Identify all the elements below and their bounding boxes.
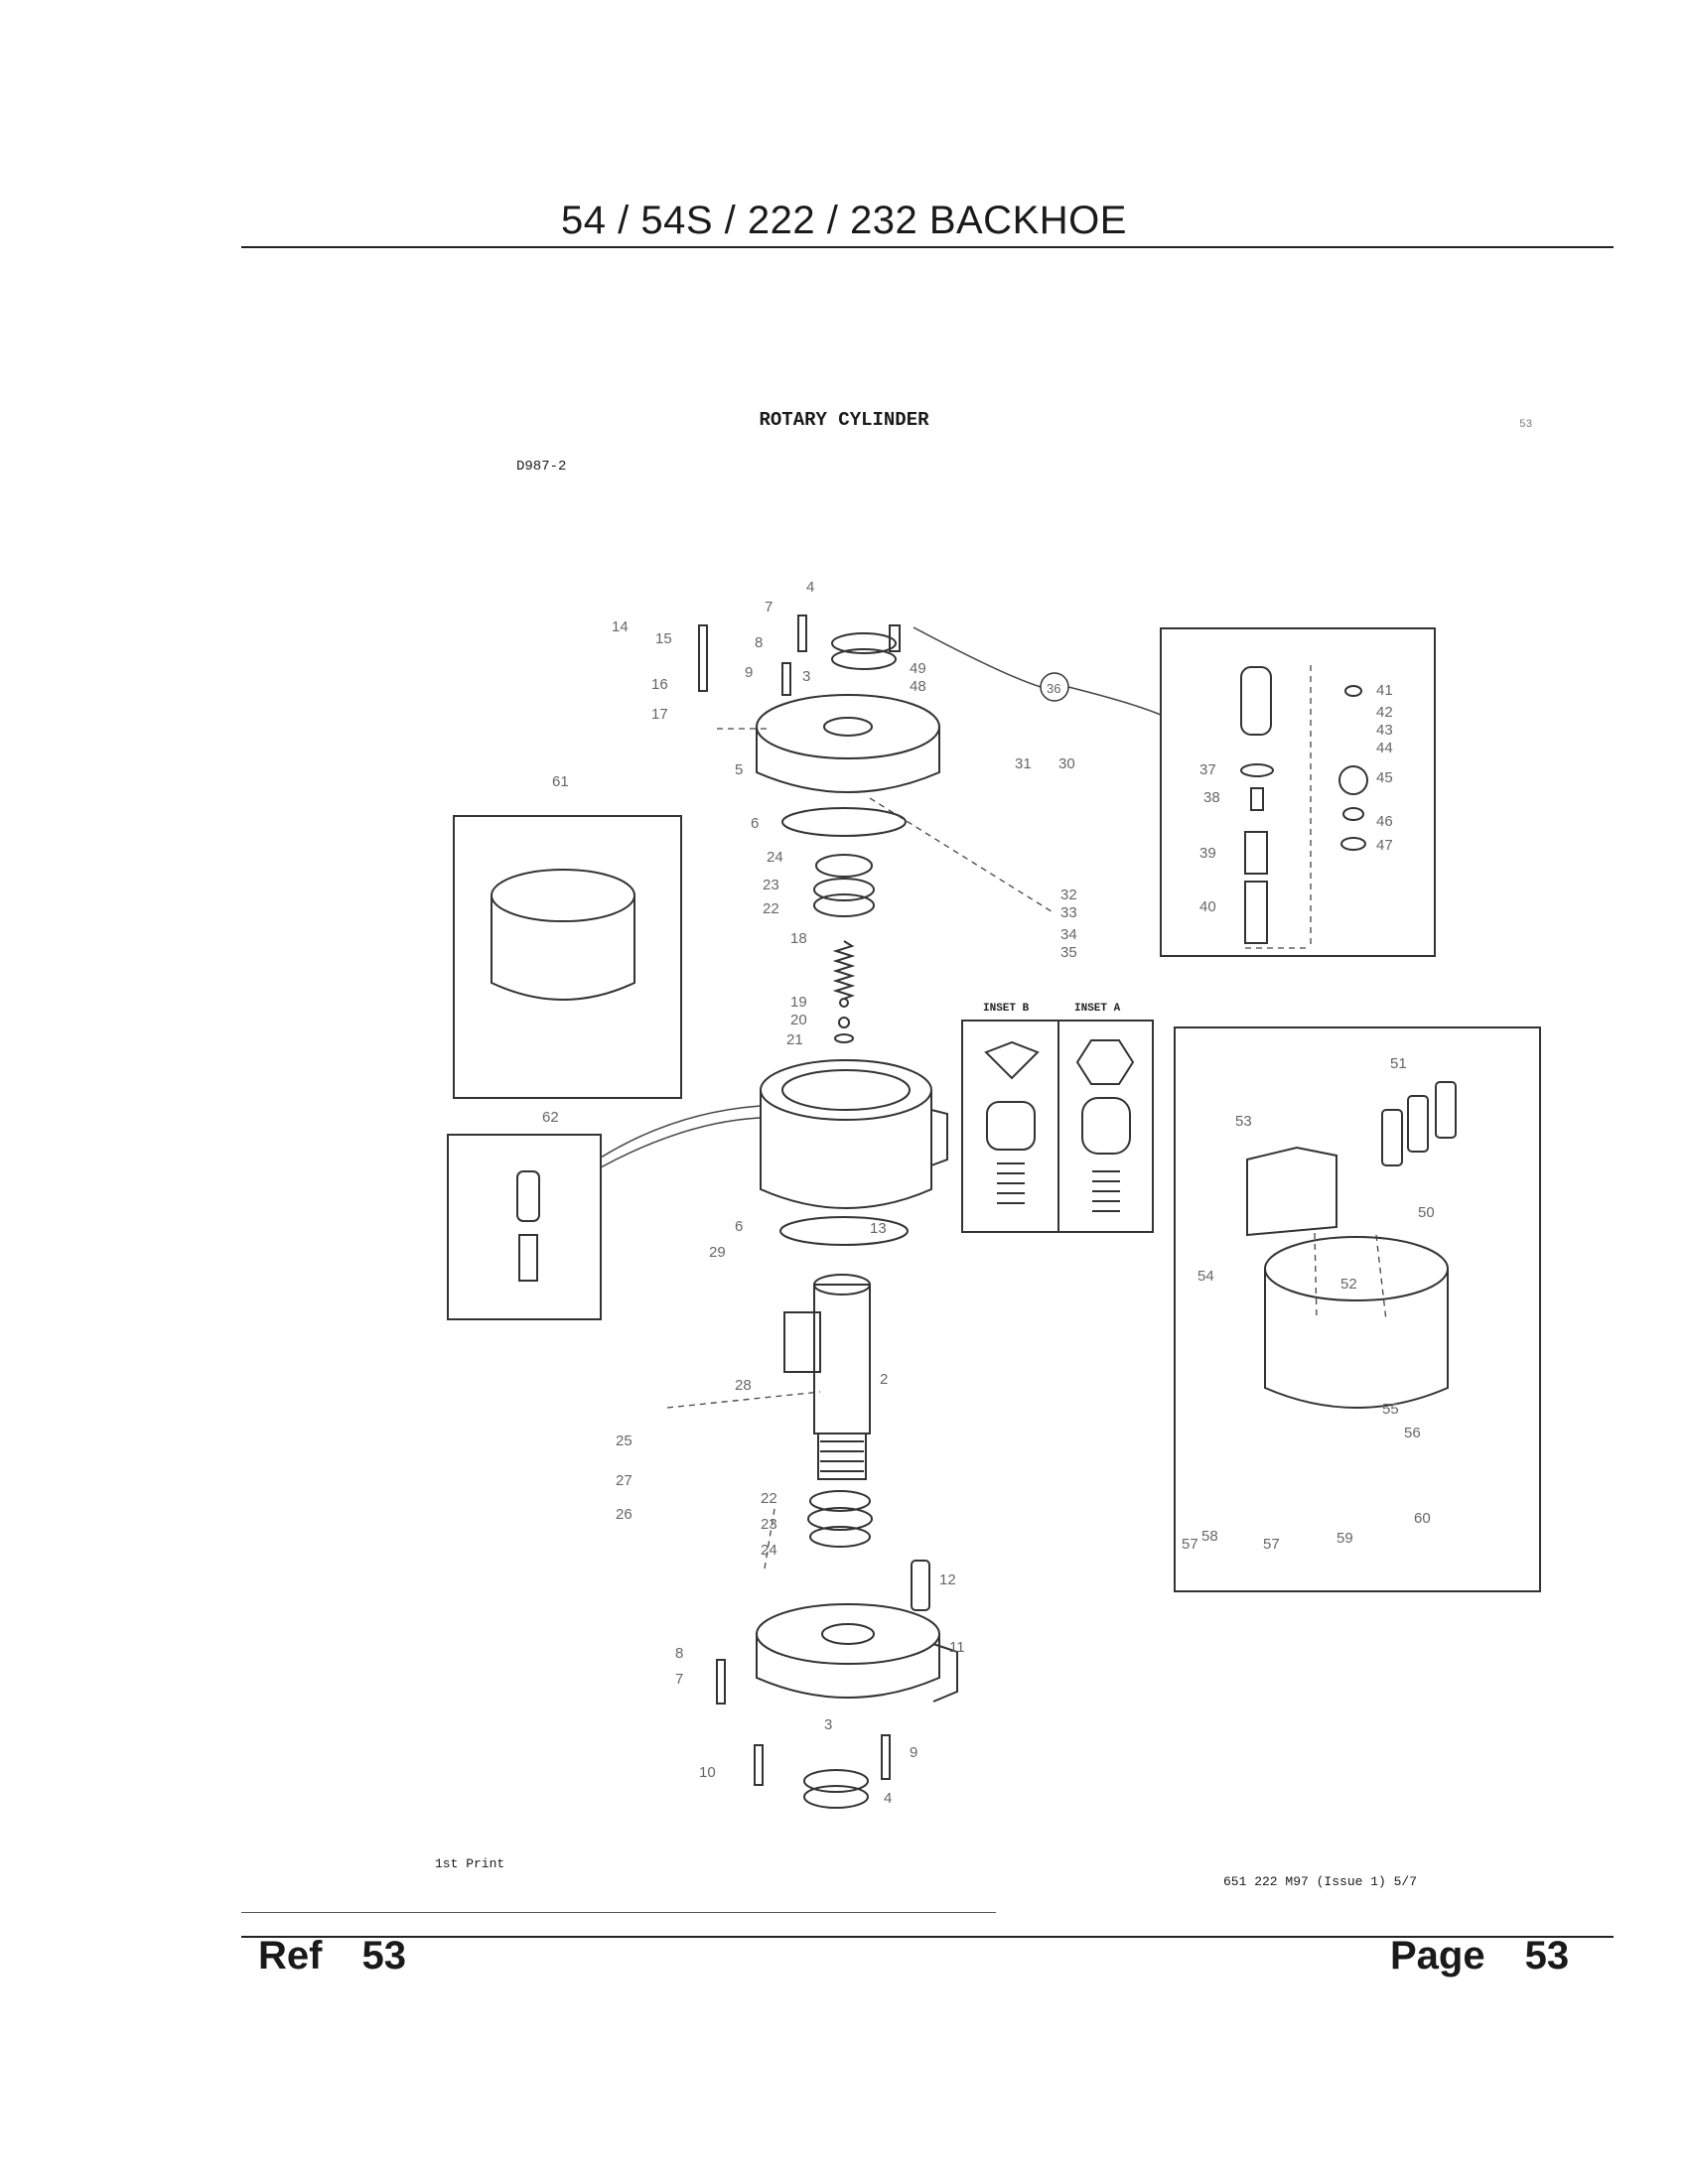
callout: 21 <box>786 1031 803 1048</box>
callout: 43 <box>1376 722 1393 739</box>
section-title: ROTARY CYLINDER <box>759 409 929 431</box>
callout: 54 <box>1197 1268 1214 1285</box>
callout: 3 <box>824 1716 832 1733</box>
callout: 28 <box>735 1377 752 1394</box>
callout: 16 <box>651 676 668 693</box>
callout: 7 <box>765 599 773 615</box>
callout: 49 <box>910 660 926 677</box>
callout: 27 <box>616 1472 633 1489</box>
callout: 55 <box>1382 1401 1399 1418</box>
callout: 33 <box>1060 904 1077 921</box>
callout: 18 <box>790 930 807 947</box>
page-number: 53 <box>1524 1934 1570 1978</box>
print-note: 1st Print <box>435 1856 505 1871</box>
callout: 22 <box>763 900 779 917</box>
callout: 59 <box>1336 1530 1353 1547</box>
callout: 10 <box>699 1764 716 1781</box>
callout: 8 <box>755 634 763 651</box>
page-label: Page <box>1390 1934 1485 1978</box>
callout: 44 <box>1376 740 1393 756</box>
header-rule <box>241 246 1614 248</box>
inset-box-valve <box>1174 1026 1541 1592</box>
callout: 41 <box>1376 682 1393 699</box>
callout: 19 <box>790 994 807 1011</box>
callout: 5 <box>735 761 743 778</box>
callout: 24 <box>761 1542 777 1559</box>
callout: 38 <box>1203 789 1220 806</box>
callout: 30 <box>1058 755 1075 772</box>
callout: 61 <box>552 773 569 790</box>
callout: 37 <box>1199 761 1216 778</box>
footer-ref: Ref 53 <box>258 1934 406 1979</box>
ref-number: 53 <box>361 1934 406 1978</box>
footer-page: Page 53 <box>1390 1934 1569 1979</box>
callout: 25 <box>616 1433 633 1449</box>
callout: 8 <box>675 1645 683 1662</box>
callout: 46 <box>1376 813 1393 830</box>
callout: 52 <box>1340 1276 1357 1293</box>
callout: 2 <box>880 1371 888 1388</box>
callout: 56 <box>1404 1425 1421 1441</box>
callout: 12 <box>939 1571 956 1588</box>
inset-box-62 <box>447 1134 602 1320</box>
callout-36-circle <box>1040 672 1069 702</box>
inset-b-label: INSET B <box>983 1003 1030 1015</box>
callout: 51 <box>1390 1055 1407 1072</box>
callout: 9 <box>745 664 753 681</box>
page-marker: 53 <box>1519 419 1533 431</box>
footer-rule <box>241 1936 1614 1938</box>
callout: 57 <box>1263 1536 1280 1553</box>
callout: 45 <box>1376 769 1393 786</box>
page-title: 54 / 54S / 222 / 232 BACKHOE <box>561 199 1127 242</box>
callout: 24 <box>767 849 783 866</box>
callout: 6 <box>751 815 759 832</box>
callout: 7 <box>675 1671 683 1688</box>
callout: 58 <box>1201 1528 1218 1545</box>
callout: 47 <box>1376 837 1393 854</box>
drawing-id: D987-2 <box>516 459 567 475</box>
callout: 34 <box>1060 926 1077 943</box>
callout: 17 <box>651 706 668 723</box>
inset-box-61 <box>453 815 682 1099</box>
callout: 6 <box>735 1218 743 1235</box>
callout: 42 <box>1376 704 1393 721</box>
callout: 62 <box>542 1109 559 1126</box>
callout: 53 <box>1235 1113 1252 1130</box>
callout: 11 <box>949 1639 965 1656</box>
callout: 29 <box>709 1244 726 1261</box>
callout: 22 <box>761 1490 777 1507</box>
callout: 23 <box>763 877 779 893</box>
footer-rule-thin <box>241 1912 996 1913</box>
callout: 36 <box>1047 681 1060 696</box>
callout: 20 <box>790 1012 807 1028</box>
callout: 3 <box>802 668 810 685</box>
callout: 50 <box>1418 1204 1435 1221</box>
callout: 57 <box>1182 1536 1198 1553</box>
callout: 48 <box>910 678 926 695</box>
inset-a-label: INSET A <box>1074 1003 1121 1015</box>
callout: 13 <box>870 1220 887 1237</box>
callout: 26 <box>616 1506 633 1523</box>
callout: 4 <box>884 1790 892 1807</box>
part-code: 651 222 M97 (Issue 1) 5/7 <box>1223 1874 1418 1889</box>
callout: 32 <box>1060 887 1077 903</box>
callout: 60 <box>1414 1510 1431 1527</box>
callout: 35 <box>1060 944 1077 961</box>
callout: 39 <box>1199 845 1216 862</box>
ref-label: Ref <box>258 1934 323 1978</box>
callout: 9 <box>910 1744 917 1761</box>
callout: 14 <box>612 618 629 635</box>
callout: 4 <box>806 579 814 596</box>
callout: 15 <box>655 630 672 647</box>
callout: 31 <box>1015 755 1032 772</box>
callout: 40 <box>1199 898 1216 915</box>
inset-box-36 <box>1160 627 1436 957</box>
callout: 23 <box>761 1516 777 1533</box>
